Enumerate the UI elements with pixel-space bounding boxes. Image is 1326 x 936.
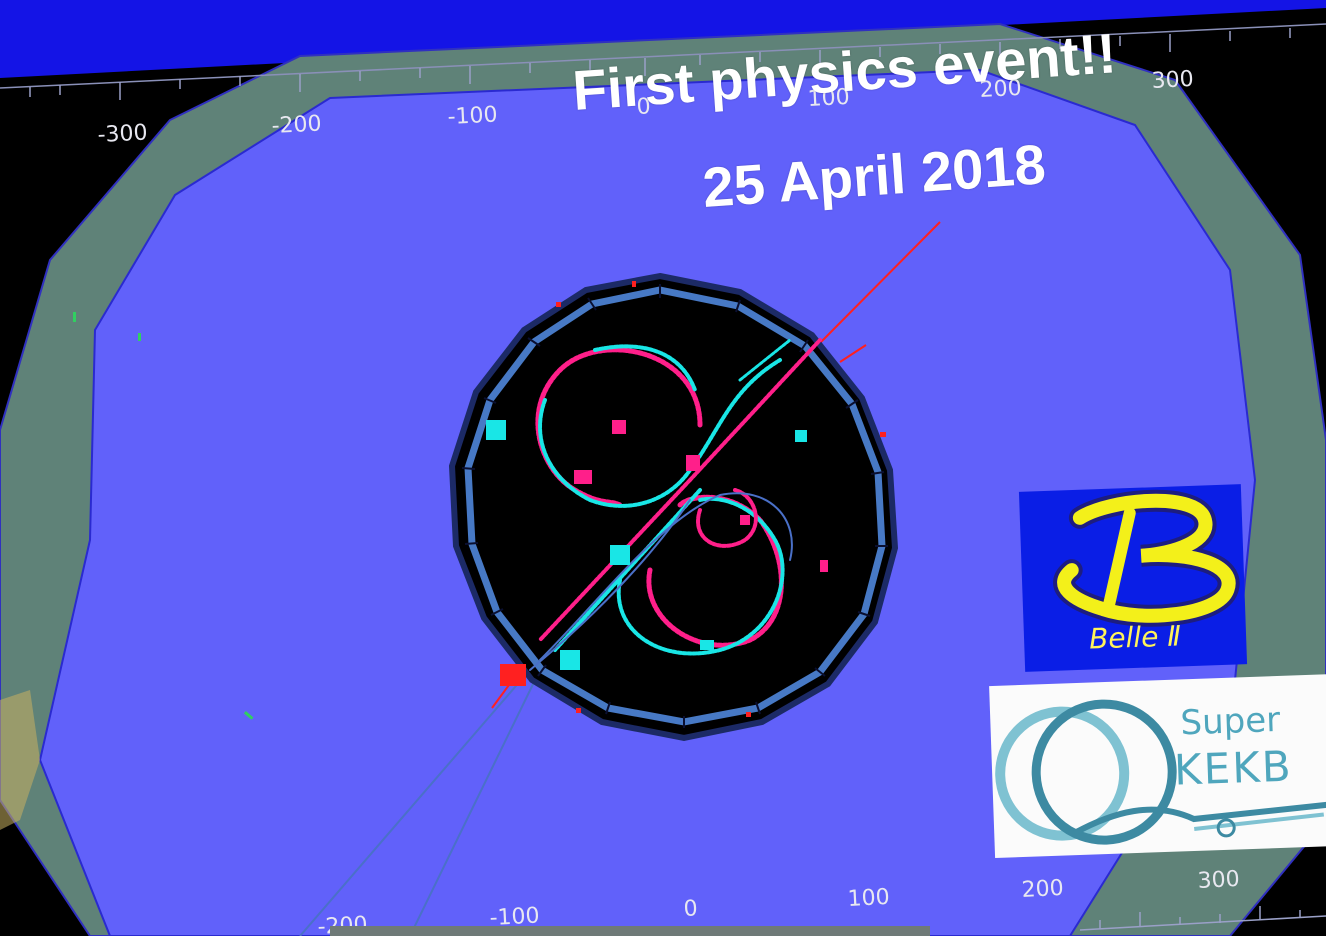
superkekb-name-label: KEKB (1173, 741, 1294, 795)
stray-hits (73, 312, 254, 720)
bottom-axis-labels: -200 -100 0 100 200 300 (317, 867, 1240, 936)
top-axis-labels: -300 -200 -100 0 100 200 300 (97, 67, 1194, 148)
edge-hits (556, 281, 886, 717)
belle-label: Belle Ⅱ (1088, 619, 1182, 656)
axis-top-label: 0 (636, 94, 651, 120)
axis-top-label: -300 (97, 120, 148, 148)
axis-top-label: 100 (807, 85, 850, 112)
axis-top-label: -100 (447, 102, 498, 130)
axis-bottom-label: 300 (1197, 867, 1240, 894)
axis-top-label: 300 (1151, 67, 1194, 94)
hit-clusters (486, 420, 828, 686)
axis-bottom-label: 200 (1021, 876, 1064, 903)
superkekb-super-label: Super (1179, 699, 1281, 744)
outer-tracks (299, 221, 941, 936)
bottom-ruler (1079, 906, 1326, 931)
top-ruler (0, 23, 1326, 100)
axis-top-label: -200 (271, 111, 322, 139)
axis-bottom-label: 0 (683, 896, 698, 922)
belle-ii-logo: Belle Ⅱ (1018, 484, 1248, 672)
axis-top-label: 200 (979, 76, 1022, 103)
superkekb-logo: Super KEKB (989, 674, 1326, 858)
belle-b-icon (1053, 489, 1240, 627)
axis-bottom-label: 100 (847, 885, 890, 912)
segment-dividers (461, 284, 888, 728)
superkekb-q-icon (995, 699, 1326, 845)
corner-detail (0, 690, 930, 936)
inner-tracker (448, 272, 899, 742)
